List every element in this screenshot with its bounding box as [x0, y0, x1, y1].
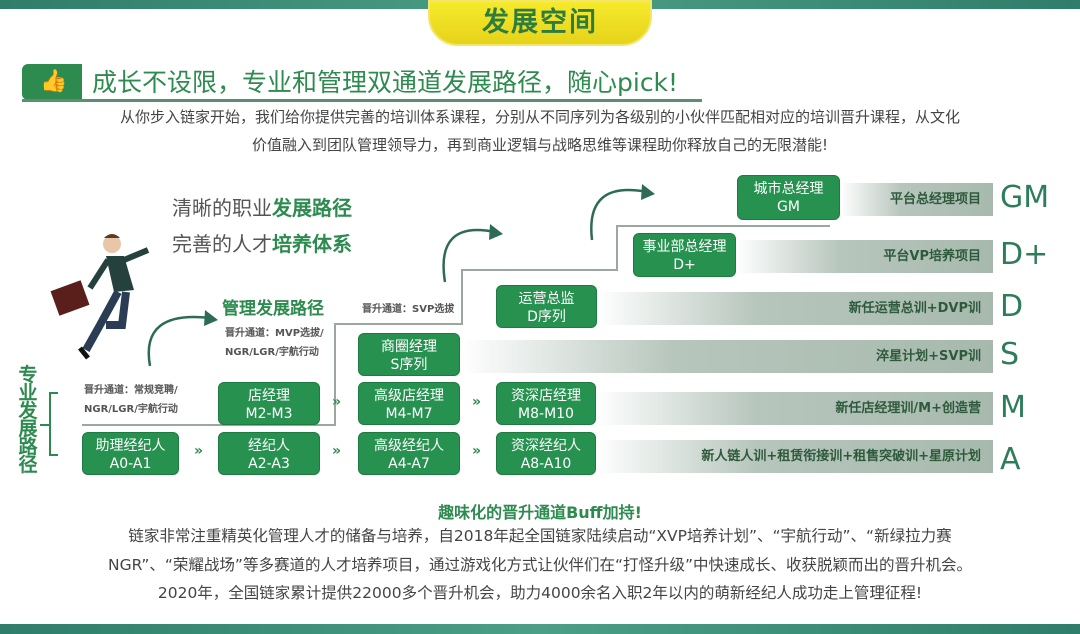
footer-line-3: 2020年，全国链家累计提供22000多个晋升机会，助力4000余名入职2年以内… — [157, 584, 923, 602]
role-title: 高级店经理 — [374, 388, 444, 404]
level-m: M — [1000, 390, 1026, 425]
level-gm: GM — [1000, 180, 1050, 215]
channel-regular: 晋升通道：常规竞聘/NGR/LGR/宇航行动 — [84, 381, 178, 419]
role-title: 经纪人 — [248, 438, 290, 454]
role-operations-director: 运营总监 D序列 — [496, 285, 597, 328]
program-s: 淬星计划+SVP训 — [460, 340, 993, 373]
section-banner: 发展空间 — [428, 0, 652, 46]
slogan-plain: 清晰的职业 — [172, 196, 272, 220]
slogan-2: 完善的人才培养体系 — [172, 228, 352, 257]
section-title: 成长不设限，专业和管理双通道发展路径，随心pick! — [92, 68, 679, 97]
role-title: 资深店经理 — [511, 388, 581, 404]
role-title: 资深经纪人 — [511, 438, 581, 454]
title-underline — [22, 99, 702, 102]
role-store-manager: 店经理 M2-M3 — [218, 382, 320, 425]
footer-line-1: 链家非常注重精英化管理人才的储备与培养，自2018年起全国链家陆续启动“XVP培… — [128, 527, 952, 545]
role-grade: S序列 — [390, 357, 428, 373]
program-m: 新任店经理训/M+创造营 — [596, 392, 993, 425]
slogan-bold: 发展路径 — [272, 196, 352, 220]
bottom-bar — [0, 624, 1080, 634]
chevron-right-icon: » — [472, 443, 482, 459]
role-grade: A2-A3 — [248, 456, 290, 472]
role-grade: A4-A7 — [388, 456, 430, 472]
chevron-right-icon: » — [332, 443, 342, 459]
role-title: 高级经纪人 — [374, 438, 444, 454]
role-grade: A8-A10 — [520, 456, 572, 472]
slogan-bold: 培养体系 — [272, 232, 352, 256]
thumbs-up-icon: 👍 — [22, 64, 82, 100]
role-grade: M2-M3 — [245, 406, 293, 422]
role-title: 城市总经理 — [753, 181, 824, 197]
role-expert-store-manager: 资深店经理 M8-M10 — [496, 382, 596, 425]
channel-svp: 晋升通道：SVP选拔 — [362, 304, 455, 315]
channel-text: 晋升通道：MVP选拔/ — [225, 328, 324, 339]
role-grade: GM — [777, 199, 800, 215]
program-d: 新任运营总训+DVP训 — [597, 292, 993, 325]
footer-line-2: NGR”、“荣耀战场”等多赛道的人才培养项目，通过游戏化方式让伙伴们在“打怪升级… — [107, 556, 973, 574]
role-title: 事业部总经理 — [642, 239, 727, 255]
role-title: 助理经纪人 — [95, 438, 166, 454]
role-title: 运营总监 — [518, 291, 575, 307]
intro-line-2: 价值融入到团队管理领导力，再到商业逻辑与战略思维等课程助你释放自己的无限潜能! — [251, 136, 829, 154]
role-assistant-agent: 助理经纪人 A0-A1 — [82, 432, 179, 475]
role-grade: M4-M7 — [385, 406, 433, 422]
program-gm: 平台总经理项目 — [840, 183, 993, 216]
role-city-gm: 城市总经理 GM — [737, 175, 840, 220]
channel-text: NGR/LGR/宇航行动 — [84, 404, 178, 415]
footer-title: 趣味化的晋升通道Buff加持! — [438, 503, 642, 522]
level-a: A — [1000, 442, 1021, 477]
role-expert-agent: 资深经纪人 A8-A10 — [496, 432, 596, 475]
level-d: D — [1000, 289, 1024, 324]
chevron-right-icon: » — [194, 443, 204, 459]
slogan-plain: 完善的人才 — [172, 232, 272, 256]
intro-line-1: 从你步入链家开始，我们给你提供完善的培训体系课程，分别从不同序列为各级别的小伙伴… — [119, 108, 960, 126]
role-senior-agent: 高级经纪人 A4-A7 — [358, 432, 460, 475]
level-dplus: D+ — [1000, 237, 1049, 272]
runner-illustration — [50, 234, 150, 360]
program-dplus: 平台VP培养项目 — [736, 240, 993, 273]
channel-mvp: 晋升通道：MVP选拔/NGR/LGR/宇航行动 — [225, 324, 324, 362]
role-division-gm: 事业部总经理 D+ — [633, 233, 736, 277]
role-senior-store-manager: 高级店经理 M4-M7 — [358, 382, 460, 425]
level-s: S — [1000, 337, 1020, 372]
role-grade: A0-A1 — [109, 456, 152, 472]
slogan-1: 清晰的职业发展路径 — [172, 192, 352, 221]
role-agent: 经纪人 A2-A3 — [218, 432, 320, 475]
channel-text: NGR/LGR/宇航行动 — [225, 347, 319, 358]
role-grade: M8-M10 — [518, 406, 574, 422]
program-a: 新人链人训+租赁衔接训+租售突破训+星原计划 — [596, 440, 993, 473]
role-district-manager: 商圈经理 S序列 — [358, 333, 460, 376]
role-grade: D序列 — [527, 309, 566, 325]
role-grade: D+ — [673, 257, 696, 273]
role-title: 店经理 — [248, 388, 290, 404]
role-title: 商圈经理 — [381, 339, 437, 355]
management-path-label: 管理发展路径 — [222, 299, 324, 319]
professional-path-label: 专业发展路径 — [18, 364, 38, 476]
channel-text: 晋升通道：常规竞聘/ — [84, 385, 178, 396]
chevron-right-icon: » — [472, 394, 482, 410]
chevron-right-icon: » — [332, 394, 342, 410]
